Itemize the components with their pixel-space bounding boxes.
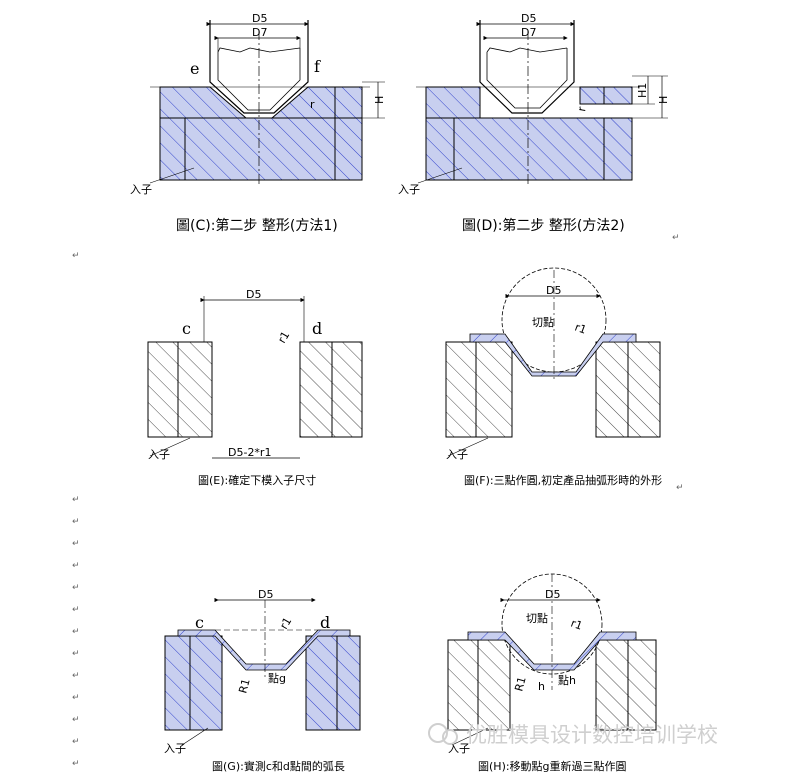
paragraph-mark: ↵ (72, 759, 80, 769)
fig-h-d5: D5 (545, 588, 560, 601)
fig-d-label-r: r (575, 105, 589, 112)
fig-e-label-c: c (182, 319, 191, 338)
paragraph-mark: ↵ (72, 605, 80, 615)
paragraph-mark: ↵ (72, 627, 80, 637)
fig-g-r1: r1 (277, 615, 294, 631)
fig-g-d5: D5 (258, 588, 273, 601)
fig-e-gap: D5-2*r1 (228, 446, 271, 459)
fig-g-label-c: c (195, 613, 204, 632)
paragraph-mark: ↵ (672, 233, 680, 243)
paragraph-mark: ↵ (72, 693, 80, 703)
fig-h-point-h: 點h (558, 674, 576, 687)
paragraph-mark: ↵ (72, 495, 80, 505)
paragraph-mark: ↵ (72, 517, 80, 527)
fig-h-caption: 圖(H):移動點g重新過三點作圓 (478, 759, 627, 773)
paragraph-mark: ↵ (72, 649, 80, 659)
paragraph-mark: ↵ (72, 539, 80, 549)
figure-e: D5 D5-2*r1 c d r1 入子 圖(E):確定下模入子尺寸 (147, 288, 363, 487)
figure-h: D5 切點 r1 R1 h 點h 入子 圖(H):移動點g重新過三點作圓 (447, 573, 657, 773)
fig-d-insert: 入子 (398, 183, 420, 196)
figure-c: D5 D7 e f r H 入子 圖(C):第二步 整形(方法1) (130, 12, 386, 234)
fig-d-d7: D7 (521, 26, 536, 39)
paragraph-mark: ↵ (72, 251, 80, 261)
fig-c-label-e: e (190, 59, 199, 78)
fig-c-label-h: H (373, 96, 386, 104)
paragraph-mark: ↵ (72, 671, 80, 681)
fig-c-label-f: f (314, 57, 321, 76)
fig-e-label-d: d (312, 319, 322, 338)
paragraph-mark: ↵ (676, 483, 684, 493)
figure-d: D5 D7 H1 H r 入子 圖(D):第二步 整形(方法2) ↵ (398, 12, 680, 243)
fig-c-insert: 入子 (130, 183, 152, 196)
fig-h-cut: 切點 (526, 612, 548, 625)
fig-c-label-r: r (310, 98, 315, 111)
figure-g: D5 c d r1 R1 點g 入子 圖(G):實測c和d點間的弧長 (164, 588, 361, 773)
fig-f-d5: D5 (546, 284, 561, 297)
fig-e-caption: 圖(E):確定下模入子尺寸 (198, 473, 316, 487)
watermark: 优胜模具设计数控培训学校 (428, 723, 718, 747)
paragraph-mark: ↵ (72, 561, 80, 571)
fig-h-h: h (538, 680, 545, 693)
fig-e-insert: 入子 (148, 448, 170, 461)
fig-h-insert: 入子 (448, 742, 470, 755)
fig-g-R1: R1 (236, 677, 252, 695)
fig-d-label-h1: H1 (636, 83, 649, 98)
fig-d-d5: D5 (521, 12, 536, 25)
fig-d-caption: 圖(D):第二步 整形(方法2) (462, 217, 625, 234)
fig-f-caption: 圖(F):三點作圓,初定產品抽弧形時的外形 (464, 473, 662, 487)
figure-f: D5 切點 r1 入子 圖(F):三點作圓,初定產品抽弧形時的外形 (445, 267, 662, 487)
fig-e-label-r1: r1 (275, 329, 292, 345)
fig-g-label-d: d (320, 613, 330, 632)
fig-f-insert: 入子 (446, 448, 468, 461)
fig-e-d5: D5 (246, 288, 261, 301)
paragraph-mark: ↵ (72, 737, 80, 747)
fig-g-caption: 圖(G):實測c和d點間的弧長 (212, 759, 345, 773)
fig-f-cut: 切點 (532, 316, 554, 329)
fig-h-R1: R1 (512, 675, 528, 693)
fig-g-point-g: 點g (268, 672, 286, 685)
watermark-text: 优胜模具设计数控培训学校 (466, 723, 718, 747)
fig-g-insert: 入子 (164, 742, 186, 755)
paragraph-mark: ↵ (72, 583, 80, 593)
fig-c-d7: D7 (252, 26, 267, 39)
paragraph-mark: ↵ (72, 715, 80, 725)
fig-d-label-h: H (657, 96, 670, 104)
fig-h-r1: r1 (569, 617, 584, 633)
fig-f-r1: r1 (573, 321, 588, 337)
fig-c-caption: 圖(C):第二步 整形(方法1) (176, 217, 338, 234)
fig-c-d5: D5 (252, 12, 267, 25)
